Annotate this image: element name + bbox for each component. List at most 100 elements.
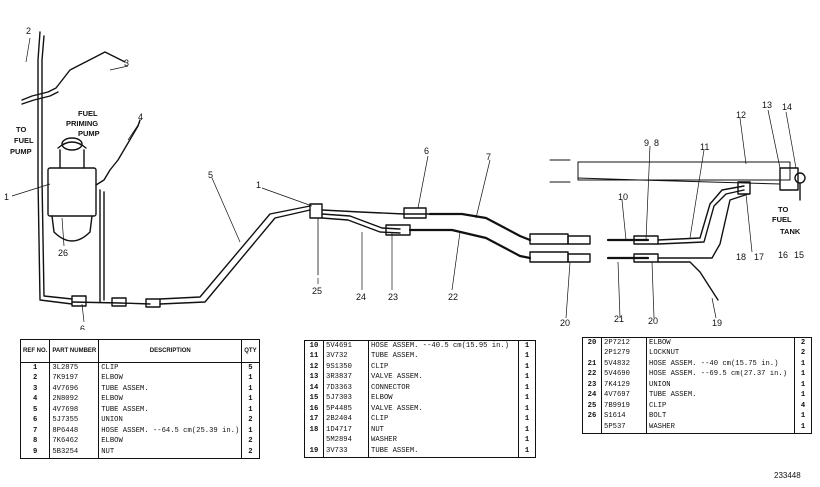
cell-desc: HOSE ASSEM. --40.5 cm(15.95 in.) <box>371 341 510 350</box>
cell-qty: 1 <box>241 384 260 395</box>
cell-ref: 25 <box>582 401 602 412</box>
cell-desc: NUT <box>371 425 384 434</box>
callout: 22 <box>448 292 458 302</box>
cell-desc: TUBE ASSEM. <box>371 446 419 455</box>
cell-part: 9S1350 <box>323 362 369 373</box>
cell-desc: CLIP <box>371 415 389 424</box>
svg-text:FUEL: FUEL <box>772 215 792 224</box>
cell-qty: 1 <box>518 351 536 362</box>
cell-qty: 1 <box>518 425 536 436</box>
leader-22 <box>451 231 461 291</box>
svg-text:FUEL: FUEL <box>14 136 34 145</box>
cell-part: 8P6448 <box>49 426 100 437</box>
cell-ref <box>304 435 324 446</box>
cell-ref: 17 <box>304 414 324 425</box>
union-6-left <box>71 295 87 307</box>
cell-qty: 1 <box>241 373 260 384</box>
callout: 2 <box>26 26 31 36</box>
cell-qty: 1 <box>518 404 536 415</box>
cell-desc: UNION <box>649 380 671 389</box>
cell-part: 3V733 <box>323 446 369 457</box>
svg-text:PRIMING: PRIMING <box>66 119 98 128</box>
cell-desc: VALVE ASSEM. <box>371 373 423 382</box>
cell-qty: 1 <box>518 446 536 457</box>
svg-text:TO: TO <box>16 125 26 134</box>
svg-text:PUMP: PUMP <box>78 129 100 138</box>
callout: 16 <box>778 250 788 260</box>
leader-1b <box>261 187 313 207</box>
cell-part: 5M2894 <box>323 435 369 446</box>
callout: 15 <box>794 250 804 260</box>
fuel-filter-housing <box>47 167 97 217</box>
tube-11-b <box>657 189 745 245</box>
callout: 14 <box>782 102 792 112</box>
callout: 5 <box>208 170 213 180</box>
col-ref-no: REF NO. <box>19 339 51 363</box>
leader-12 <box>739 117 747 165</box>
cell-ref: 12 <box>304 362 324 373</box>
cell-qty: 1 <box>518 393 536 404</box>
cell-qty: 1 <box>518 435 536 446</box>
union-left-3 <box>145 298 161 308</box>
cell-part: 4V7697 <box>601 390 647 401</box>
cell-qty: 1 <box>518 383 536 394</box>
cell-qty: 1 <box>794 411 812 422</box>
leader-6b <box>417 155 429 209</box>
cell-part: 5V4691 <box>323 340 369 352</box>
cell-ref: 1 <box>20 362 51 374</box>
cell-desc: HOSE ASSEM. --64.5 cm(25.39 in.) <box>101 426 240 435</box>
col-description: DESCRIPTION <box>98 339 243 363</box>
cell-desc: ELBOW <box>371 394 393 403</box>
cell-desc: TUBE ASSEM. <box>371 352 419 361</box>
cell-desc: UNION <box>101 416 123 425</box>
leader-3 <box>109 65 129 71</box>
callout: 6 <box>424 146 429 156</box>
left-vertical-line-2 <box>41 35 73 300</box>
leader-6a <box>81 303 85 323</box>
col-part-number: PART NUMBER <box>49 339 100 363</box>
tank-dashes <box>549 159 571 183</box>
cell-ref: 18 <box>304 425 324 436</box>
cell-ref: 2 <box>20 373 51 384</box>
cell-ref: 8 <box>20 436 51 447</box>
leader-1a <box>11 183 51 197</box>
cell-ref <box>582 348 602 359</box>
tank-panel <box>577 161 791 181</box>
cell-qty: 1 <box>794 369 812 380</box>
cell-desc: LOCKNUT <box>649 349 680 358</box>
cell-ref: 6 <box>20 415 51 426</box>
cell-ref: 14 <box>304 383 324 394</box>
cell-qty: 1 <box>794 380 812 391</box>
cell-ref: 4 <box>20 394 51 405</box>
cell-part: 7D3363 <box>323 383 369 394</box>
cell-desc: CLIP <box>101 363 119 372</box>
drawing-number: 233448 <box>774 471 801 480</box>
cell-part: 7K4129 <box>601 380 647 391</box>
fuel-filter-bowl <box>51 215 93 242</box>
callout: 9 <box>644 138 649 148</box>
cell-desc: CLIP <box>649 401 667 410</box>
leader-13 <box>767 109 781 169</box>
cell-desc: TUBE ASSEM. <box>101 405 149 414</box>
cell-ref: 19 <box>304 446 324 457</box>
svg-text:TANK: TANK <box>780 227 801 236</box>
leader-19 <box>711 297 717 319</box>
cell-part: 5J7303 <box>323 393 369 404</box>
cell-part: S1614 <box>601 411 647 422</box>
callout: 21 <box>614 314 624 324</box>
cell-qty: 1 <box>241 405 260 416</box>
col-qty: QTY <box>241 339 260 363</box>
